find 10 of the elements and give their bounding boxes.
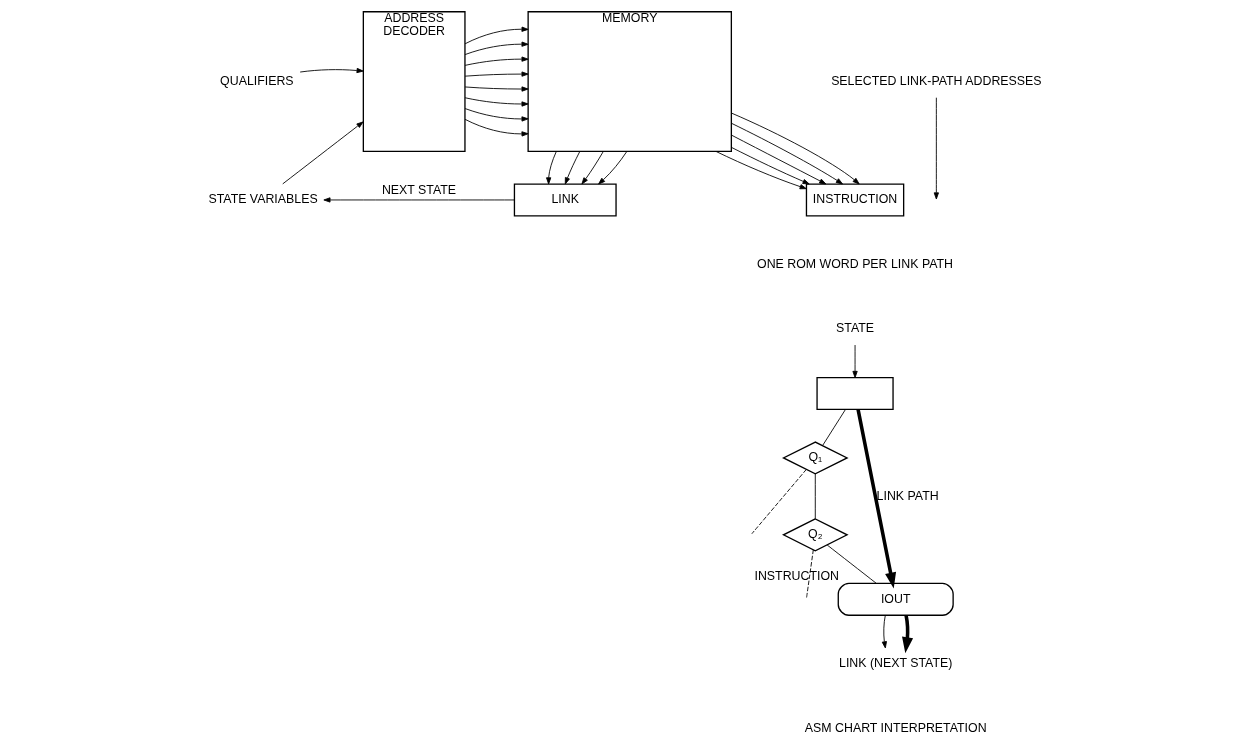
- node-text: SELECTED LINK-PATH ADDRESSES: [831, 73, 1042, 88]
- edge-label: NEXT STATE: [381, 182, 457, 197]
- node-text: STATE: [836, 321, 875, 336]
- node-text: LINK (NEXT STATE): [839, 656, 953, 671]
- node-text: STATE VARIABLES: [208, 192, 318, 207]
- label: ASM CHART INTERPRETATION: [804, 720, 987, 735]
- node-text: QUALIFIERS: [220, 73, 294, 88]
- node-label: INSTRUCTION: [754, 569, 839, 584]
- label: ONE ROM WORD PER LINK PATH: [757, 256, 954, 271]
- edge-label: LINK PATH: [876, 488, 939, 503]
